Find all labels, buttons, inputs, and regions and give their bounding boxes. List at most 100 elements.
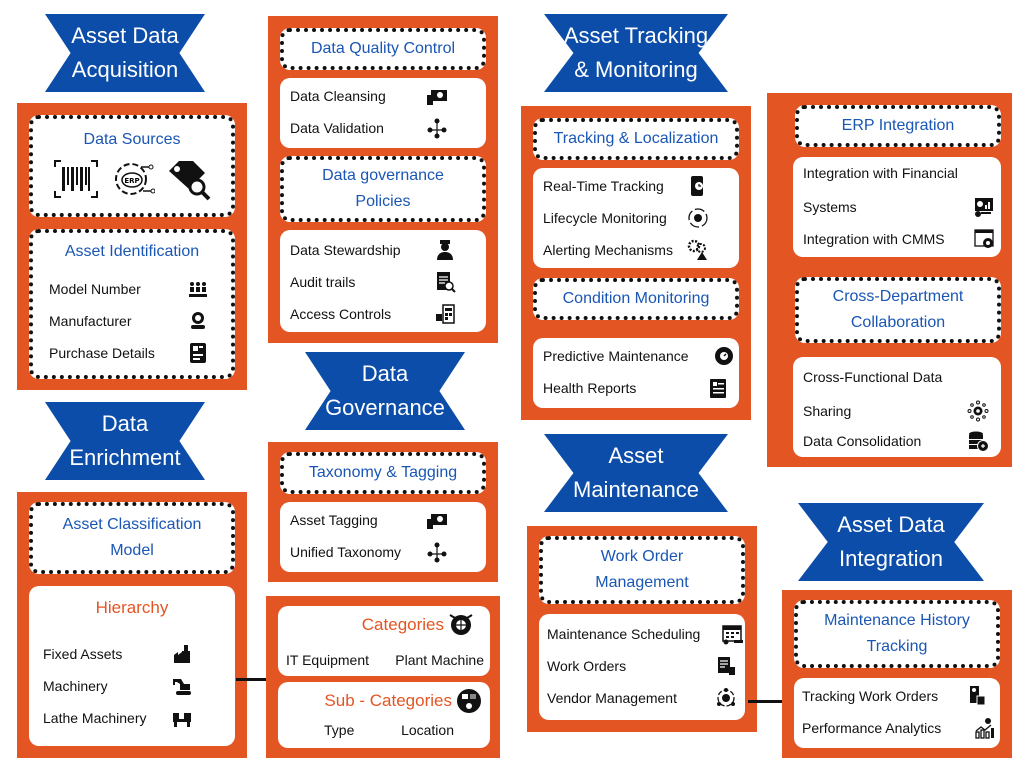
tracking-orders-icon bbox=[966, 685, 988, 707]
item-label: Systems bbox=[803, 199, 857, 215]
vendor-icon bbox=[715, 687, 737, 709]
banner-line2: Enrichment bbox=[69, 445, 181, 470]
category-item: Plant Machine bbox=[395, 652, 484, 668]
list-item: Work Orders bbox=[547, 654, 737, 678]
erp-card: Integration with Financial Systems Integ… bbox=[793, 157, 1001, 257]
tagging-icon bbox=[426, 509, 448, 531]
tracking-localization-title: Tracking & Localization bbox=[553, 130, 719, 147]
banner-line2: Integration bbox=[839, 546, 943, 571]
list-item: Systems bbox=[803, 195, 995, 219]
list-item: Predictive Maintenance bbox=[543, 344, 735, 368]
list-item: Data Cleansing bbox=[290, 84, 448, 108]
governance-policies-line1: Data governance bbox=[322, 167, 444, 184]
item-label: Predictive Maintenance bbox=[543, 348, 689, 364]
network-gear-icon bbox=[967, 400, 989, 422]
categories-card: Categories IT Equipment Plant Machine bbox=[278, 606, 490, 676]
item-label: Fixed Assets bbox=[43, 646, 123, 662]
banner-line1: Asset bbox=[608, 443, 664, 468]
list-item: Purchase Details bbox=[49, 341, 209, 365]
connector-line bbox=[748, 700, 784, 703]
item-label-line1: Integration with Financial bbox=[803, 165, 958, 181]
maintenance-history-box: Maintenance History Tracking bbox=[794, 600, 1000, 668]
tracking-card: Real-Time Tracking Lifecycle Monitoring … bbox=[533, 168, 739, 268]
cross-dept-line2: Collaboration bbox=[850, 314, 946, 331]
asset-identification-box: Asset Identification Model Number Manufa… bbox=[29, 229, 235, 379]
item-label: Lifecycle Monitoring bbox=[543, 210, 667, 226]
sub-category-item: Location bbox=[401, 722, 454, 738]
item-label: Integration with CMMS bbox=[803, 231, 945, 247]
access-control-icon bbox=[434, 303, 456, 325]
item-label: Maintenance Scheduling bbox=[547, 626, 701, 642]
calendar-wrench-icon bbox=[721, 623, 743, 645]
erp-integration-box: ERP Integration bbox=[795, 105, 1001, 147]
cross-department-box: Cross-Department Collaboration bbox=[795, 277, 1001, 343]
banner-asset-maintenance: Asset Maintenance bbox=[544, 434, 728, 512]
gears-alert-icon bbox=[687, 239, 709, 261]
database-icon bbox=[967, 430, 989, 452]
classification-line2: Model bbox=[110, 542, 154, 559]
globe-gear-icon bbox=[448, 612, 474, 638]
list-item: Data Stewardship bbox=[290, 238, 456, 262]
phone-timer-icon bbox=[687, 175, 709, 197]
data-governance-policies-box: Data governance Policies bbox=[280, 156, 486, 222]
cmms-icon bbox=[973, 228, 995, 250]
list-item: Vendor Management bbox=[547, 686, 737, 710]
list-item: Asset Tagging bbox=[290, 508, 448, 532]
item-label: Vendor Management bbox=[547, 690, 677, 706]
purchase-details-icon bbox=[187, 342, 209, 364]
list-item: Alerting Mechanisms bbox=[543, 238, 709, 262]
work-order-line2: Management bbox=[595, 574, 689, 591]
history-line2: Tracking bbox=[866, 638, 928, 655]
validation-network-icon bbox=[426, 117, 448, 139]
item-label: Work Orders bbox=[547, 658, 627, 674]
condition-card: Predictive Maintenance Health Reports bbox=[533, 338, 739, 408]
taxonomy-card: Asset Tagging Unified Taxonomy bbox=[280, 502, 486, 572]
manufacturer-icon bbox=[187, 310, 209, 332]
collaboration-card: Cross-Functional Data Sharing Data Conso… bbox=[793, 357, 1001, 457]
list-item: Access Controls bbox=[290, 302, 456, 326]
hierarchy-card: Hierarchy Fixed Assets Machinery Lathe M… bbox=[29, 586, 235, 746]
banner-asset-data-integration: Asset Data Integration bbox=[798, 503, 984, 581]
excavator-icon bbox=[171, 675, 193, 697]
connector-arrow-line bbox=[236, 678, 276, 681]
history-card: Tracking Work Orders Performance Analyti… bbox=[794, 678, 1000, 748]
list-item: Unified Taxonomy bbox=[290, 540, 448, 564]
item-label: Model Number bbox=[49, 281, 141, 297]
banner-line2: Acquisition bbox=[71, 57, 179, 82]
model-number-icon bbox=[187, 278, 209, 300]
taxonomy-tagging-box: Taxonomy & Tagging bbox=[280, 452, 486, 494]
banner-line2: Maintenance bbox=[573, 477, 699, 502]
item-label: Access Controls bbox=[290, 306, 392, 322]
banner-asset-data-acquisition: Asset Data Acquisition bbox=[45, 14, 205, 92]
hierarchy-title: Hierarchy bbox=[95, 598, 169, 617]
item-label: Sharing bbox=[803, 403, 852, 419]
list-item: Tracking Work Orders bbox=[802, 684, 988, 708]
item-label: Manufacturer bbox=[49, 313, 132, 329]
factory-icon bbox=[171, 643, 193, 665]
item-label: Audit trails bbox=[290, 274, 356, 290]
lathe-icon bbox=[171, 707, 193, 729]
asset-identification-title: Asset Identification bbox=[64, 243, 200, 260]
list-item: Manufacturer bbox=[49, 309, 209, 333]
panel-data-governance: Taxonomy & Tagging Asset Tagging Unified… bbox=[268, 442, 498, 582]
analytics-icon bbox=[974, 717, 996, 739]
banner-line1: Asset Data bbox=[71, 23, 179, 48]
item-label: Data Stewardship bbox=[290, 242, 401, 258]
banner-line1: Data bbox=[361, 361, 409, 386]
item-label: Alerting Mechanisms bbox=[543, 242, 673, 258]
governance-policies-line2: Policies bbox=[355, 193, 411, 210]
panel-maintenance: Work Order Management Maintenance Schedu… bbox=[527, 526, 757, 732]
erp-integration-title: ERP Integration bbox=[841, 117, 955, 134]
panel-acquisition: Data Sources ERP Asset Identification Mo… bbox=[17, 103, 247, 390]
list-item: Machinery bbox=[43, 674, 193, 698]
item-label: Data Cleansing bbox=[290, 88, 386, 104]
asset-classification-model-box: Asset Classification Model bbox=[29, 502, 235, 574]
steward-icon bbox=[434, 239, 456, 261]
tag-search-icon bbox=[165, 157, 211, 201]
report-icon bbox=[707, 377, 729, 399]
panel-tracking: Tracking & Localization Real-Time Tracki… bbox=[521, 106, 751, 420]
sub-categories-title: Sub - Categories bbox=[324, 691, 452, 710]
cross-dept-line1: Cross-Department bbox=[832, 288, 964, 305]
cleansing-icon bbox=[426, 85, 448, 107]
item-label: Data Consolidation bbox=[803, 433, 922, 449]
